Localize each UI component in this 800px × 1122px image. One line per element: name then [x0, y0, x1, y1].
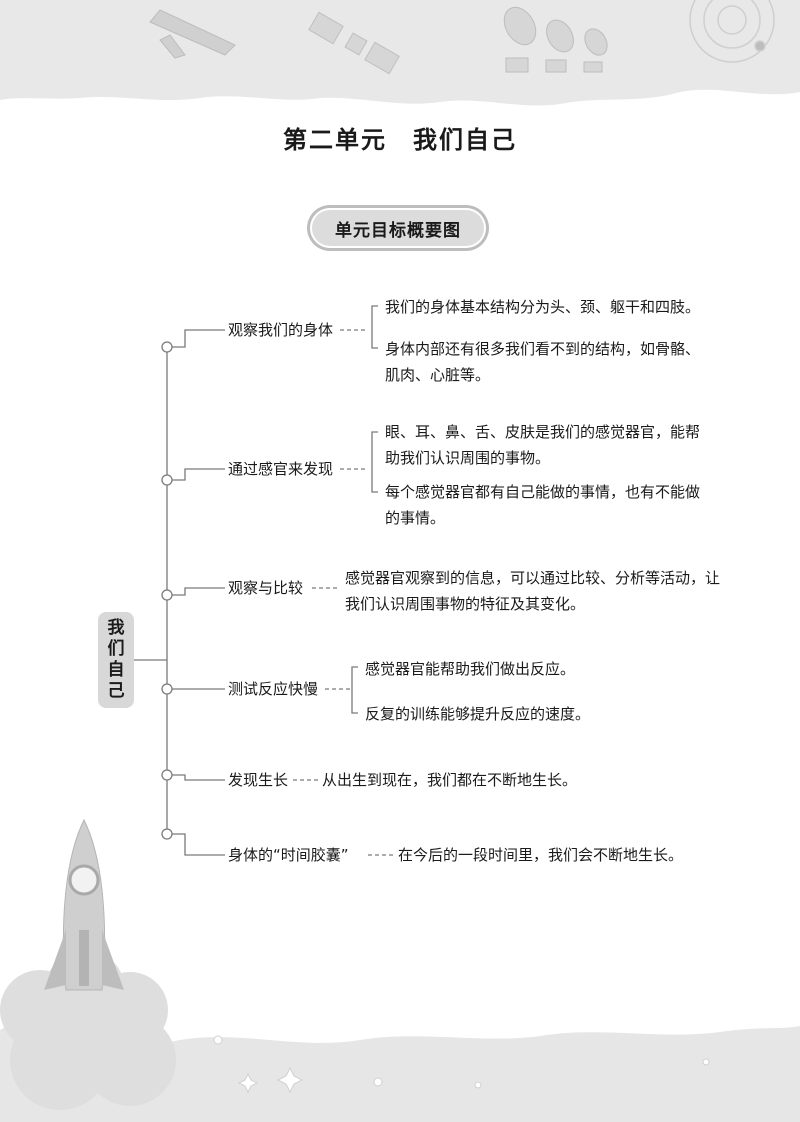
branch-label: 身体的“时间胶囊” — [228, 846, 349, 864]
top-cloud-band — [0, 0, 800, 106]
root-char: 我 — [107, 618, 125, 638]
branch-label: 通过感官来发现 — [228, 460, 334, 478]
root-char: 自 — [107, 660, 125, 680]
leaf-text: 每个感觉器官都有自己能做的事情，也有不能做的事情。 — [385, 483, 701, 527]
root-char: 己 — [107, 681, 125, 701]
branch-label: 观察我们的身体 — [228, 321, 334, 339]
rocket-icon — [44, 818, 124, 991]
orbit-icon — [689, 0, 775, 63]
space-shuttle-icon — [149, 9, 236, 59]
radar-dish-icon — [503, 6, 608, 73]
leaf-text: 反复的训练能够提升反应的速度。 — [365, 705, 591, 723]
unit-number: 第二单元 — [283, 126, 387, 154]
sparkle-icon — [213, 1035, 710, 1094]
page-title: 第二单元我们自己 — [0, 120, 800, 155]
root-char: 们 — [107, 639, 125, 659]
branch-label: 测试反应快慢 — [228, 680, 319, 698]
leaf-text: 我们的身体基本结构分为头、颈、躯干和四肢。 — [385, 298, 701, 316]
leaf-text: 眼、耳、鼻、舌、皮肤是我们的感觉器官，能帮助我们认识周围的事物。 — [385, 423, 701, 467]
bottom-cloud-band — [0, 1018, 800, 1122]
leaf-text: 感觉器官观察到的信息，可以通过比较、分析等活动，让我们认识周围事物的特征及其变化… — [345, 569, 721, 613]
section-label: 单元目标概要图 — [310, 208, 486, 248]
leaf-text: 在今后的一段时间里，我们会不断地生长。 — [398, 846, 684, 864]
mindmap-root: 我 们 自 己 — [98, 612, 134, 708]
leaf-text: 身体内部还有很多我们看不到的结构，如骨骼、肌肉、心脏等。 — [385, 340, 701, 384]
unit-name: 我们自己 — [413, 126, 517, 154]
branch-label: 发现生长 — [228, 771, 289, 789]
satellite-icon — [308, 11, 400, 75]
leaf-text: 从出生到现在，我们都在不断地生长。 — [322, 771, 578, 789]
leaf-text: 感觉器官能帮助我们做出反应。 — [365, 660, 576, 678]
branch-label: 观察与比较 — [228, 579, 304, 597]
